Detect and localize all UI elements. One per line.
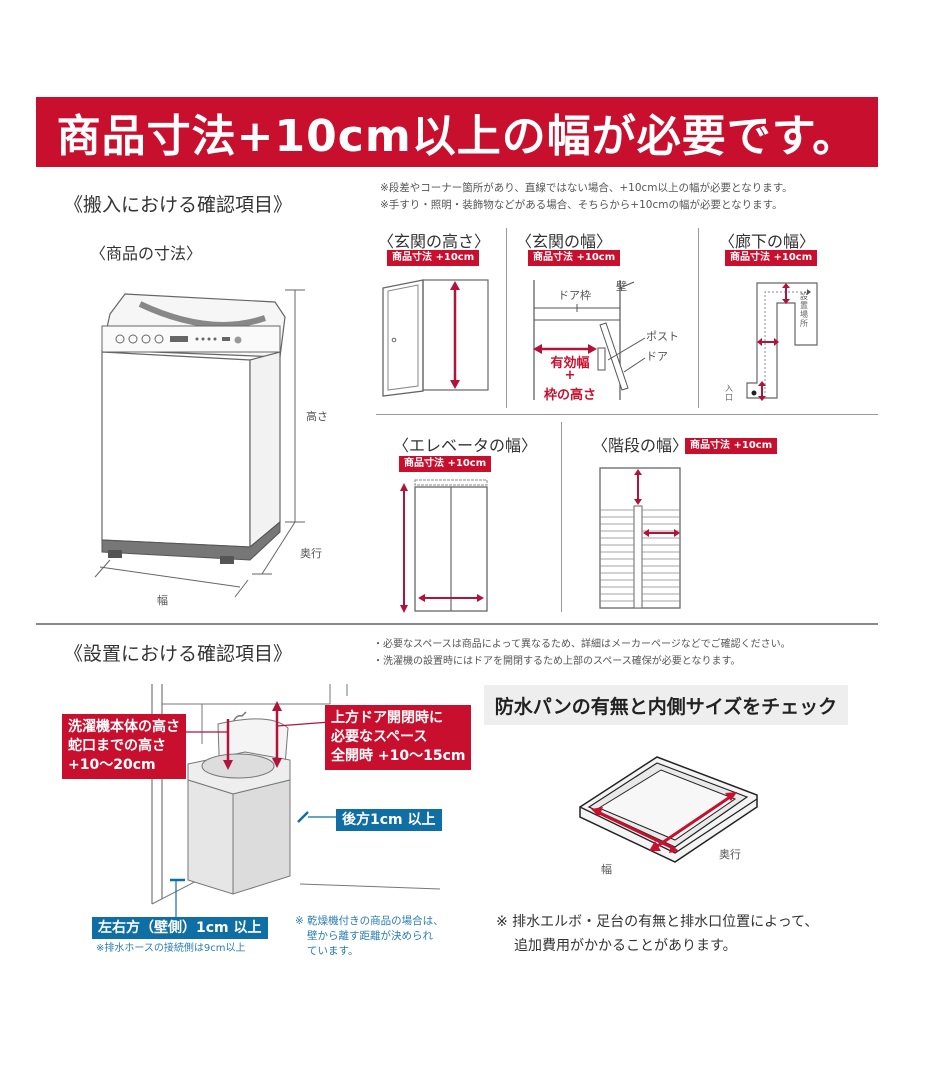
- installation-note-1: ・必要なスペースは商品によって異なるため、詳細はメーカーページなどでご確認くださ…: [373, 639, 791, 650]
- door-label: ドア: [646, 350, 668, 363]
- entrance-height-title: 〈玄関の高さ〉: [378, 232, 491, 251]
- hallway-width-title: 〈廊下の幅〉: [719, 232, 816, 251]
- drain-hose-note: ※排水ホースの接続側は9cm以上: [96, 943, 246, 954]
- elevator-diagram: [400, 479, 488, 613]
- door-frame-label: ドア枠: [558, 289, 591, 302]
- washing-machine-illustration: [94, 289, 305, 598]
- post-label: ポスト: [646, 330, 679, 343]
- plus-sign: +: [564, 368, 576, 383]
- entrance-label: 入口: [725, 384, 733, 402]
- pan-width-label: 幅: [601, 863, 612, 876]
- carry-in-section-title: 《搬入における確認項目》: [64, 194, 293, 216]
- divider: [561, 422, 562, 612]
- entrance-width-diagram: [533, 280, 646, 400]
- carry-in-note-1: ※段差やコーナー箇所があり、直線ではない場合、+10cm以上の幅が必要となります…: [380, 182, 793, 194]
- entrance-width-badge: 商品寸法 +10cm: [528, 250, 621, 266]
- wall-label: 壁: [616, 280, 627, 293]
- dryer-note: ※ 乾燥機付きの商品の場合は、 壁から離す距離が決められ ています。: [295, 915, 444, 957]
- waterproof-pan-diagram: [579, 756, 758, 863]
- divider: [376, 414, 878, 415]
- rear-clearance-label: 後方1cm 以上: [336, 809, 442, 831]
- stairs-diagram: [599, 467, 681, 609]
- installation-illustration: [140, 684, 441, 924]
- entrance-width-title: 〈玄関の幅〉: [516, 232, 613, 251]
- entrance-height-badge: 商品寸法 +10cm: [387, 250, 480, 266]
- frame-height-label: 枠の高さ: [543, 388, 596, 403]
- effective-width-label: 有効幅: [550, 356, 590, 371]
- stairs-width-badge: 商品寸法 +10cm: [685, 438, 778, 454]
- installation-section-title: 《設置における確認項目》: [64, 643, 293, 665]
- side-clearance-label: 左右方（壁側）1cm 以上: [92, 917, 268, 939]
- divider: [698, 228, 699, 408]
- hallway-width-badge: 商品寸法 +10cm: [725, 250, 818, 266]
- product-size-title: 〈商品の寸法〉: [90, 244, 203, 263]
- elevator-width-title: 〈エレベータの幅〉: [393, 436, 538, 455]
- product-depth-label: 奥行: [300, 547, 322, 560]
- pan-depth-label: 奥行: [719, 848, 741, 861]
- hallway-diagram: [746, 282, 818, 401]
- waterproof-pan-title: 防水パンの有無と内側サイズをチェック: [484, 685, 848, 725]
- entrance-door-diagram: [382, 279, 489, 397]
- installation-note-2: ・洗濯機の設置時にはドアを開閉するため上部のスペース確保が必要となります。: [373, 656, 741, 667]
- product-width-label: 幅: [157, 594, 168, 607]
- top-door-space-label: 上方ドア開閉時に 必要なスペース 全開時 +10〜15cm: [325, 705, 472, 770]
- carry-in-note-2: ※手すり・照明・装飾物などがある場合、そちらから+10cmの幅が必要となります。: [380, 199, 783, 211]
- additional-cost-note: ※ 排水エルボ・足台の有無と排水口位置によって、 追加費用がかかることがあります…: [496, 914, 819, 954]
- elevator-width-badge: 商品寸法 +10cm: [399, 456, 492, 472]
- height-requirement-label: 洗濯機本体の高さ 蛇口までの高さ +10〜20cm: [62, 714, 186, 779]
- install-location-label: 設置場所: [800, 292, 808, 328]
- section-divider: [36, 623, 878, 625]
- stairs-width-title: 〈階段の幅〉: [592, 436, 689, 455]
- product-height-label: 高さ: [306, 410, 328, 423]
- divider: [506, 228, 507, 408]
- headline-banner: 商品寸法+10cm以上の幅が必要です。: [36, 97, 878, 167]
